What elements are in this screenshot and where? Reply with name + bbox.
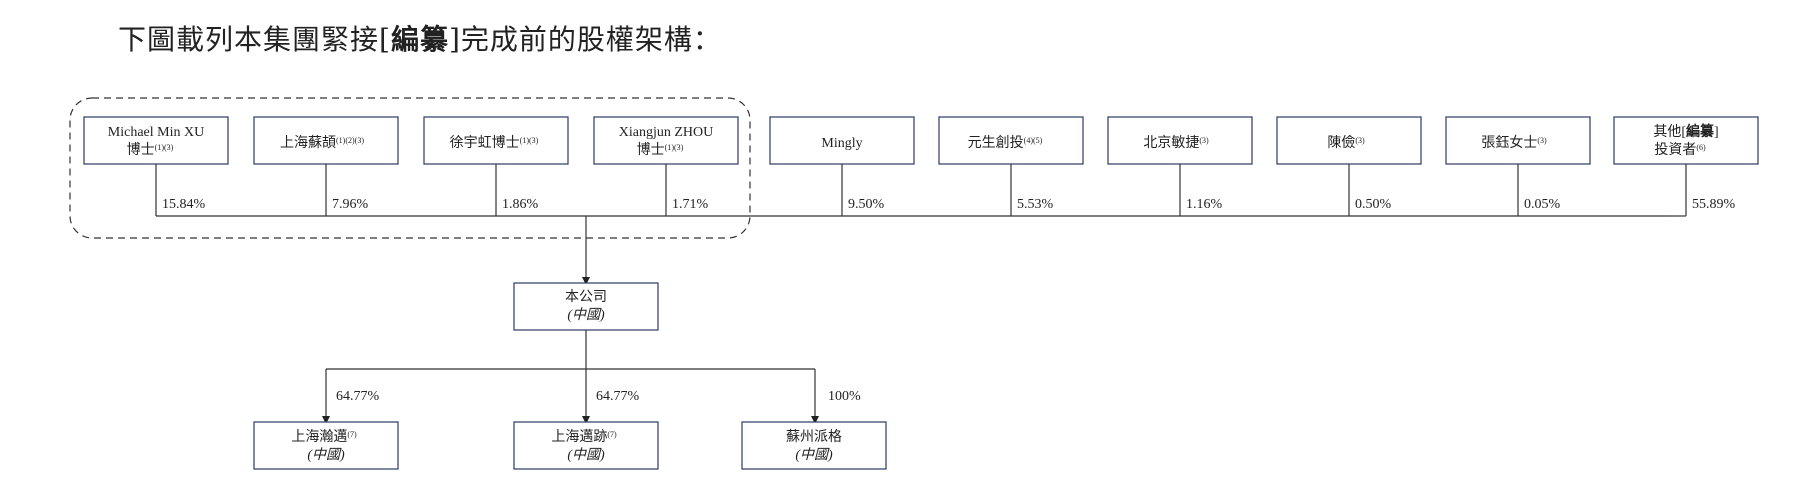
shareholder-7: 陳儉(3) 0.50% [1276, 116, 1422, 216]
ownership-percent: 5.53% [1017, 197, 1054, 212]
shareholder-box [938, 116, 1084, 165]
concert-party-group-border [69, 97, 751, 239]
subsidiary-label: 上海瀚邁(7) [291, 429, 357, 445]
shareholder-label: Mingly [821, 136, 862, 151]
subsidiary-0: 64.77% 上海瀚邁(7) (中國) [253, 369, 399, 470]
shareholder-0: Michael Min XU 博士(1)(3) 15.84% [83, 116, 229, 216]
shareholder-box [423, 116, 569, 165]
ownership-percent: 7.96% [332, 197, 369, 212]
subsidiary-jurisdiction: (中國) [795, 447, 833, 463]
shareholder-6: 北京敏捷(3) 1.16% [1107, 116, 1253, 216]
shareholder-label: 陳儉(3) [1327, 134, 1365, 151]
ownership-percent: 1.71% [672, 197, 709, 212]
shareholder-label-2: 博士(1)(3) [127, 141, 174, 158]
subsidiary-box [513, 421, 659, 470]
subsidiary-1: 64.77% 上海邁跡(7) (中國) [513, 369, 659, 470]
ownership-percent: 64.77% [336, 389, 380, 404]
shareholder-box [1107, 116, 1253, 165]
company-node: 本公司 (中國) [513, 282, 659, 331]
shareholder-label: 張鈺女士(3) [1481, 134, 1547, 151]
ownership-percent: 64.77% [596, 389, 640, 404]
shareholder-box [769, 116, 915, 165]
ownership-percent: 55.89% [1692, 197, 1736, 212]
subsidiary-2: 100% 蘇州派格 (中國) [741, 369, 887, 470]
shareholder-box [83, 116, 229, 165]
company-label: 本公司 [565, 289, 607, 305]
shareholder-3: Xiangjun ZHOU 博士(1)(3) 1.71% [593, 116, 739, 216]
ownership-percent: 0.05% [1524, 197, 1561, 212]
shareholder-9: 其他[編纂] 投資者(6) 55.89% [1613, 116, 1759, 216]
shareholder-box [253, 116, 399, 165]
subsidiary-label: 上海邁跡(7) [551, 429, 617, 445]
ownership-percent: 15.84% [162, 197, 206, 212]
shareholder-label: 其他[編纂] [1653, 123, 1718, 140]
shareholder-label: 元生創投(4)(5) [968, 135, 1043, 151]
subsidiary-jurisdiction: (中國) [307, 447, 345, 463]
subsidiary-jurisdiction: (中國) [567, 447, 605, 463]
shareholder-label: Michael Min XU [108, 125, 204, 140]
shareholder-label-2: 博士(1)(3) [637, 141, 684, 158]
shareholder-label: 上海蘇頡(1)(2)(3) [280, 135, 364, 151]
company-jurisdiction: (中國) [567, 307, 605, 323]
shareholder-label: 北京敏捷(3) [1143, 135, 1209, 151]
shareholder-label: 徐宇虹博士(1)(3) [450, 134, 539, 151]
shareholder-8: 張鈺女士(3) 0.05% [1445, 116, 1591, 216]
ownership-percent: 0.50% [1355, 197, 1392, 212]
shareholder-label: Xiangjun ZHOU [619, 125, 714, 140]
shareholder-2: 徐宇虹博士(1)(3) 1.86% [423, 116, 569, 216]
page-title: 下圖載列本集團緊接[編纂]完成前的股權架構： [118, 23, 722, 56]
ownership-percent: 100% [828, 389, 861, 404]
subsidiary-box [741, 421, 887, 470]
shareholder-box [1445, 116, 1591, 165]
ownership-percent: 9.50% [848, 197, 885, 212]
shareholder-5: 元生創投(4)(5) 5.53% [938, 116, 1084, 216]
ownership-percent: 1.16% [1186, 197, 1223, 212]
shareholder-box [1276, 116, 1422, 165]
subsidiary-label: 蘇州派格 [786, 429, 842, 445]
shareholder-4: Mingly 9.50% [769, 116, 915, 216]
shareholder-box [593, 116, 739, 165]
ownership-percent: 1.86% [502, 197, 539, 212]
shareholder-box [1613, 116, 1759, 165]
subsidiary-box [253, 421, 399, 470]
shareholder-label-2: 投資者(6) [1654, 142, 1706, 158]
shareholder-1: 上海蘇頡(1)(2)(3) 7.96% [253, 116, 399, 216]
